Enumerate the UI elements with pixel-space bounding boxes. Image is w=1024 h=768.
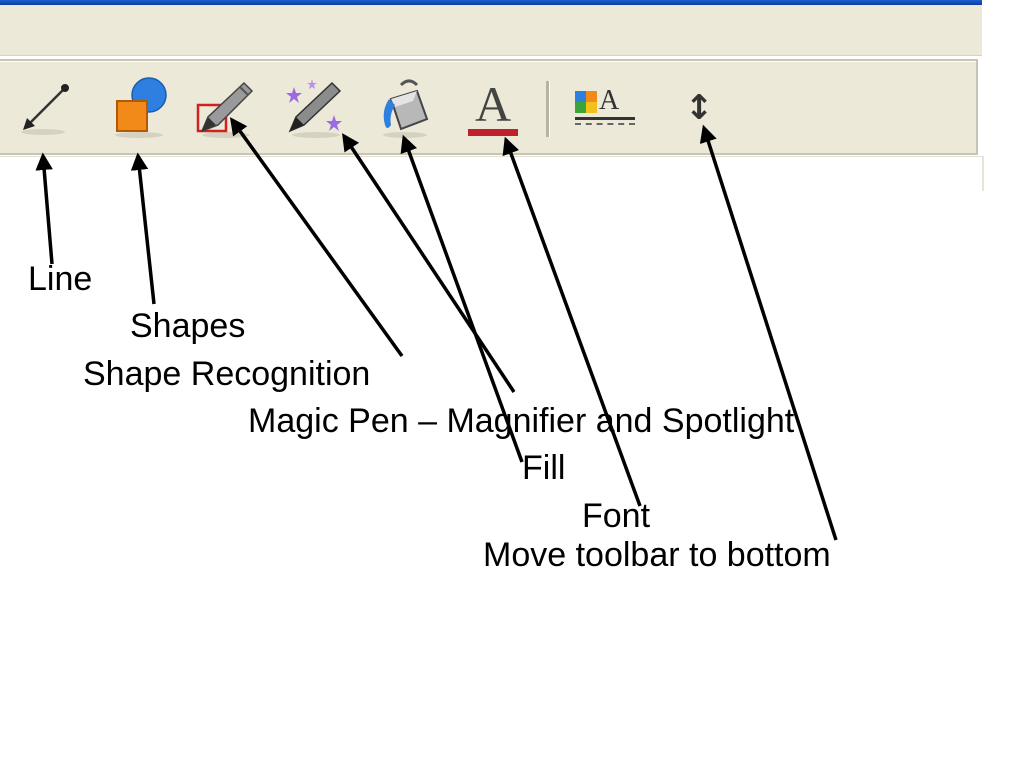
color-grid-icon (575, 91, 597, 113)
label-font: Font (582, 497, 651, 535)
text-style-glyph: A (599, 85, 620, 116)
drawing-toolbar: A A ↕ (0, 59, 978, 155)
font-color-bar (468, 128, 518, 136)
label-shape-recognition: Shape Recognition (83, 355, 371, 393)
shape-recognition-pen-icon (192, 75, 258, 141)
label-line: Line (28, 260, 93, 298)
font-glyph: A (474, 75, 512, 132)
magic-pen-tool-button[interactable] (284, 75, 346, 141)
shapes-tool-button[interactable] (108, 75, 170, 141)
text-style-icon: A (575, 85, 635, 127)
text-underline-2 (575, 123, 635, 127)
line-tool-icon (15, 76, 75, 140)
toolbar-separator (546, 81, 550, 137)
canvas-header-area (0, 156, 984, 191)
font-tool-button[interactable]: A (462, 75, 524, 141)
shapes-tool-icon (107, 75, 171, 141)
magic-pen-icon (282, 75, 348, 141)
font-color-icon: A (468, 75, 518, 136)
fill-tool-button[interactable] (374, 75, 436, 141)
label-fill: Fill (522, 449, 566, 487)
label-move-toolbar: Move toolbar to bottom (483, 536, 831, 574)
move-toolbar-icon: ↕ (684, 88, 714, 128)
paint-bucket-icon (373, 75, 437, 141)
window-title-bar (0, 0, 982, 5)
line-tool-button[interactable] (14, 75, 76, 141)
label-magic-pen: Magic Pen – Magnifier and Spotlight (248, 402, 795, 440)
move-toolbar-button[interactable]: ↕ (668, 75, 730, 141)
text-underline-1 (575, 117, 635, 120)
label-shapes: Shapes (130, 307, 246, 345)
shape-recognition-tool-button[interactable] (194, 75, 256, 141)
text-style-tool-button[interactable]: A (574, 75, 636, 141)
menu-strip (0, 5, 982, 56)
